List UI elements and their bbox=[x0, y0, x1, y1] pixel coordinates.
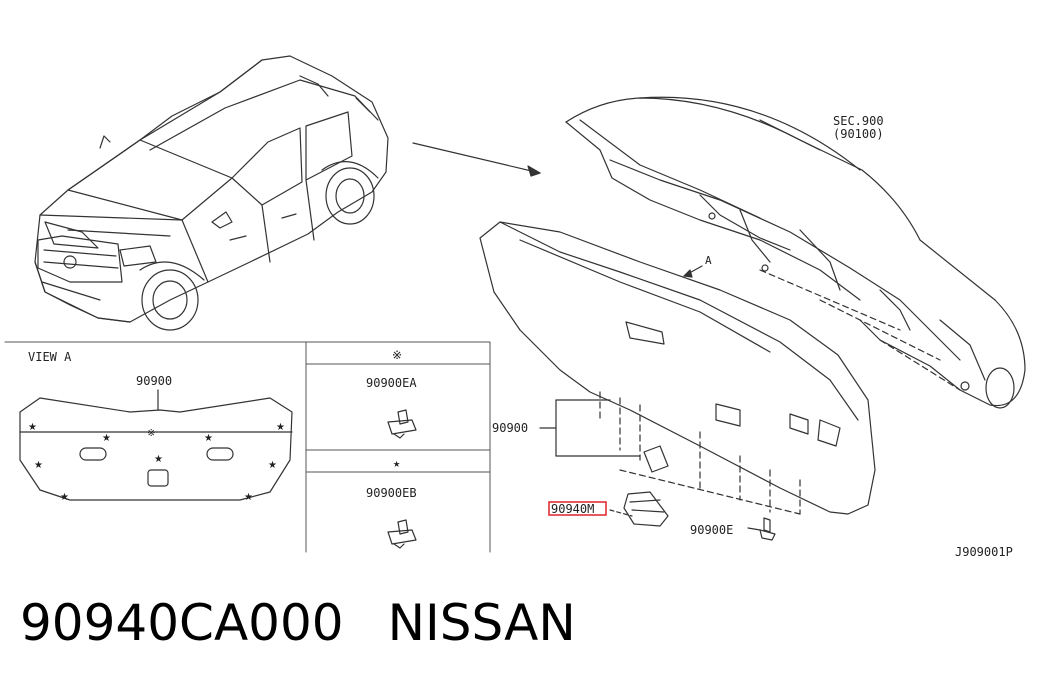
part-label-90940m: 90940M bbox=[551, 502, 594, 516]
clip-ea-drawing bbox=[387, 409, 417, 439]
highlight-box bbox=[548, 501, 607, 516]
back-door-finisher-panel bbox=[479, 221, 961, 515]
footer-brand: NISSAN bbox=[387, 594, 576, 652]
ref-marker: ※ bbox=[147, 428, 155, 439]
sec-ref-line1: SEC.900 bbox=[833, 114, 884, 128]
footer-caption: 90940CA000 NISSAN bbox=[20, 594, 620, 652]
star-marker: ★ bbox=[268, 460, 277, 471]
view-title: VIEW A bbox=[28, 350, 72, 364]
star-marker: ★ bbox=[60, 492, 69, 503]
star-marker: ★ bbox=[244, 492, 253, 503]
clip-marker-stars: ★ ★ ★ ★ ★ ★ ★ ★ ★ ※ bbox=[28, 422, 285, 503]
reference-arrow bbox=[412, 142, 541, 177]
star-marker: ★ bbox=[28, 422, 37, 433]
inset-frame bbox=[4, 341, 491, 553]
leader-90900 bbox=[539, 399, 641, 457]
sec-ref-line2: (90100) bbox=[833, 127, 884, 141]
clip-b-part: 90900EB bbox=[366, 486, 417, 500]
view-a-panel bbox=[19, 389, 293, 501]
clip-b-symbol: ★ bbox=[393, 456, 400, 470]
part-label-90900: 90900 bbox=[492, 421, 528, 435]
part-90940m-cap bbox=[609, 445, 669, 527]
clip-a-part: 90900EA bbox=[366, 376, 417, 390]
inset-panel-part: 90900 bbox=[136, 374, 172, 388]
view-arrow-label: A bbox=[705, 254, 712, 267]
star-marker: ★ bbox=[154, 454, 163, 465]
clip-eb-drawing bbox=[387, 519, 417, 549]
star-marker: ★ bbox=[34, 460, 43, 471]
vehicle-illustration bbox=[34, 55, 389, 331]
diagram-code: J909001P bbox=[955, 545, 1013, 559]
star-marker: ★ bbox=[102, 433, 111, 444]
star-marker: ★ bbox=[204, 433, 213, 444]
star-marker: ★ bbox=[276, 422, 285, 433]
part-90900e-clip bbox=[747, 517, 776, 541]
part-label-90900e: 90900E bbox=[690, 523, 733, 537]
back-door-assembly bbox=[565, 96, 1026, 409]
footer-part-number: 90940CA000 bbox=[20, 594, 344, 652]
clip-a-symbol: ※ bbox=[392, 348, 402, 362]
